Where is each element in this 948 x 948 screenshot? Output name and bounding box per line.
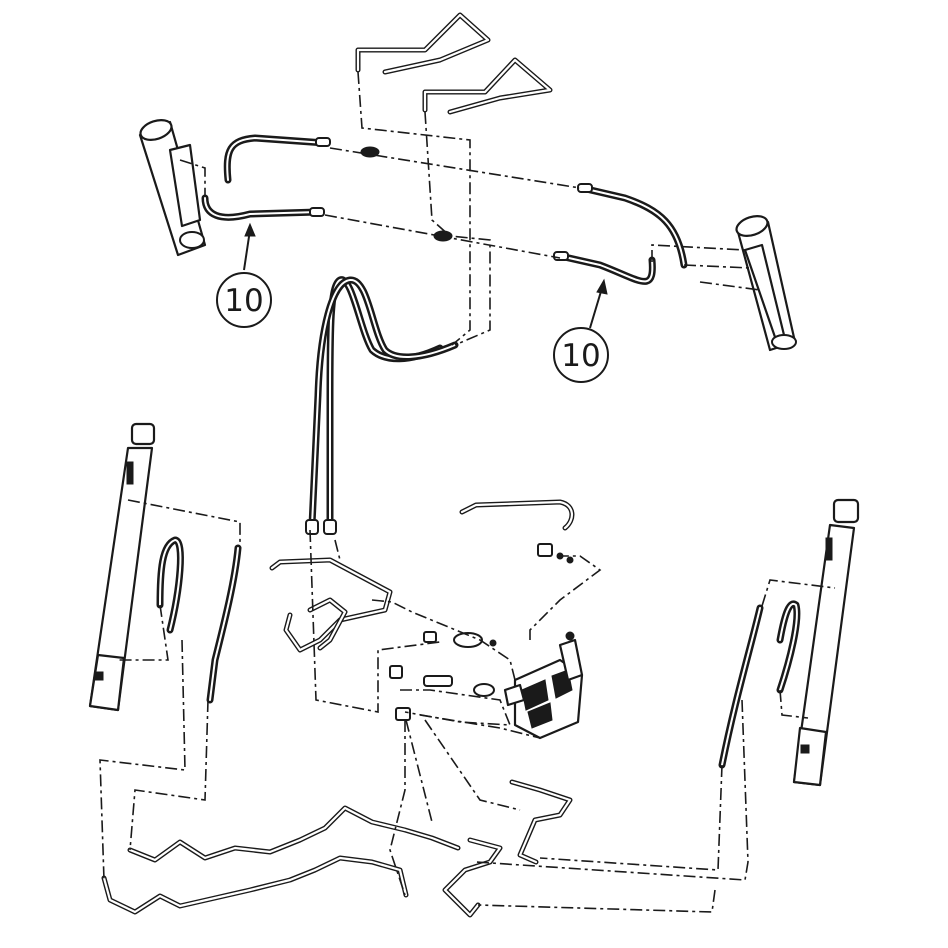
callout-10-right: 10 — [553, 278, 609, 383]
bottom-right-cylinder — [792, 498, 860, 787]
control-valve — [503, 631, 584, 740]
lower-connection-lines — [99, 499, 836, 913]
top-left-cylinder — [138, 119, 207, 257]
bottom-tube-handles-right — [442, 779, 573, 918]
valve-fittings — [389, 552, 574, 721]
bottom-left-cylinder — [88, 422, 156, 712]
bottom-right-hoses — [718, 600, 801, 769]
top-right-cylinder — [735, 215, 797, 352]
valve-pressure-tube — [459, 499, 575, 557]
bottom-tube-loop-left — [101, 805, 461, 915]
bottom-left-hoses — [156, 536, 242, 704]
top-tubes — [355, 12, 553, 115]
callout-10-left: 10 — [216, 222, 272, 328]
top-hose-set — [201, 134, 688, 285]
callout-label-right: 10 — [561, 338, 600, 374]
top-connection-lines — [179, 71, 761, 346]
valve-tube-handles — [269, 557, 393, 653]
center-hose-pair — [305, 276, 459, 535]
callout-label-left: 10 — [224, 283, 263, 319]
